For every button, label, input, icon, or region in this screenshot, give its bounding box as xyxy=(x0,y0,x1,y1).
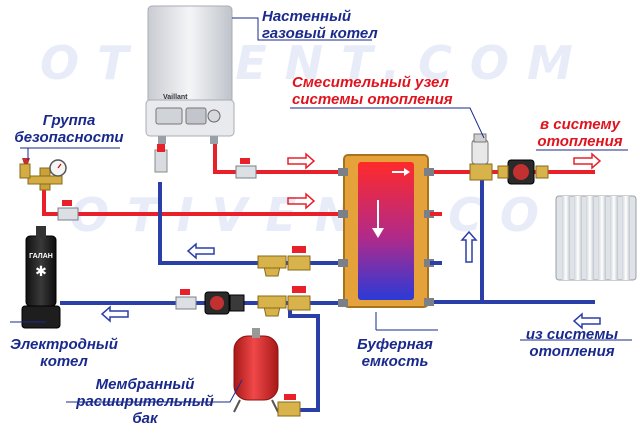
electrode-boiler: ГАЛАН ✱ xyxy=(21,226,61,329)
gas-boiler-brand: Vaillant xyxy=(163,94,188,101)
safety-group xyxy=(19,158,67,191)
label-from-heating-line1: из системы xyxy=(525,326,619,343)
label-safety-group-line2: безопасности xyxy=(14,129,124,146)
electrode-boiler-brand: ГАЛАН xyxy=(29,253,53,260)
valve-electrode-supply xyxy=(57,200,79,221)
radiator xyxy=(555,195,637,281)
label-gas-boiler-line1: Настенный xyxy=(262,8,352,25)
label-buffer-tank-line1: Буферная xyxy=(357,336,433,353)
label-expansion-tank-line1: Мембранный xyxy=(95,376,195,393)
label-expansion-tank: Мембранный расширительный бак xyxy=(60,376,230,427)
valve-gas-supply xyxy=(235,158,257,179)
filter-gas-return xyxy=(257,255,287,277)
return-pipes xyxy=(60,180,595,412)
label-expansion-tank-line2: расширительный xyxy=(76,393,214,410)
label-gas-boiler: Настенный газовый котел xyxy=(262,8,378,42)
svg-text:✱: ✱ xyxy=(35,264,47,280)
buffer-tank xyxy=(338,154,442,308)
filter-electrode-return xyxy=(257,295,287,317)
watermark-top: OTIVENT.COM xyxy=(40,36,591,90)
valve-electrode-return xyxy=(175,289,197,310)
label-to-heating: в систему отопления xyxy=(530,116,630,150)
label-gas-boiler-line2: газовый котел xyxy=(262,25,378,42)
valve-gas-return xyxy=(287,246,311,271)
expansion-tank xyxy=(233,328,301,417)
label-from-heating-line2: отопления xyxy=(529,343,615,360)
label-from-heating: из системы отопления xyxy=(514,326,630,360)
label-mixing-unit-line1: Смесительный узел xyxy=(292,74,449,91)
circulation-pump-electrode xyxy=(204,291,245,315)
label-to-heating-line1: в систему xyxy=(540,116,620,133)
flow-arrows xyxy=(100,152,602,330)
label-electrode-boiler: Электродный котел xyxy=(2,336,126,370)
valve-buffer-return xyxy=(287,286,311,311)
label-buffer-tank: Буферная емкость xyxy=(350,336,440,370)
label-to-heating-line2: отопления xyxy=(537,133,623,150)
label-safety-group-line1: Группа xyxy=(42,112,96,129)
label-safety-group: Группа безопасности xyxy=(14,112,124,146)
boiler-outlet-fittings xyxy=(154,144,168,173)
label-electrode-boiler-line1: Электродный xyxy=(10,336,118,353)
label-mixing-unit-line2: системы отопления xyxy=(292,91,453,108)
label-expansion-tank-line3: бак xyxy=(132,410,158,427)
mixing-unit xyxy=(469,133,549,185)
label-electrode-boiler-line2: котел xyxy=(40,353,88,370)
label-mixing-unit: Смесительный узел системы отопления xyxy=(292,74,453,108)
gas-boiler: Vaillant xyxy=(145,5,235,144)
leader-lines xyxy=(10,17,632,403)
label-buffer-tank-line2: емкость xyxy=(361,353,429,370)
